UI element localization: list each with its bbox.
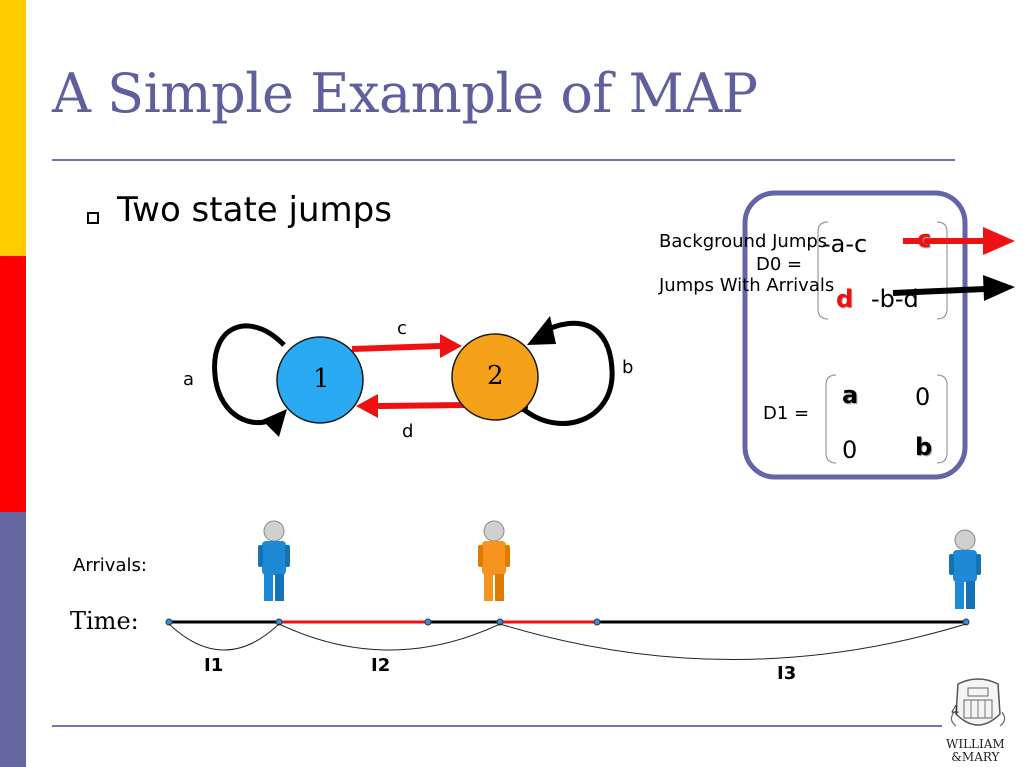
state-1-node <box>276 336 364 424</box>
transition-label-d: d <box>402 421 414 442</box>
accent-bar-red <box>0 256 26 512</box>
interval-label-2: I2 <box>371 655 391 676</box>
self-loop-b-arrowhead <box>527 316 556 345</box>
logo-line-2: &MARY <box>951 750 1000 764</box>
interval-brace-1 <box>168 623 280 651</box>
d1-r1c1: a <box>842 381 859 409</box>
slide-number: 4 <box>951 704 960 719</box>
matrix-frame <box>742 190 968 480</box>
logo-line-1: WILLIAM <box>946 737 1005 751</box>
accent-bar-yellow <box>0 0 26 256</box>
arrival-person-icon-2 <box>478 520 510 601</box>
interval-brace-2 <box>278 623 501 651</box>
accent-bar-blue <box>0 512 26 767</box>
d0-r2c1: d <box>836 285 854 313</box>
arrival-person-icon-3 <box>949 529 981 609</box>
slide-title: A Simple Example of MAP <box>52 62 758 125</box>
legend-jumps-with-arrivals: Jumps With Arrivals <box>659 275 835 296</box>
transition-c-arrow <box>351 343 441 352</box>
transition-d-arrow <box>377 402 467 409</box>
interval-label-1: I1 <box>204 655 224 676</box>
state-2-node <box>451 333 539 421</box>
transition-label-b: b <box>622 357 634 378</box>
state-2-label: 2 <box>487 361 504 391</box>
arrival-person-icon-1 <box>258 520 290 601</box>
self-loop-a <box>212 323 286 426</box>
state-1-label: 1 <box>313 364 330 394</box>
interval-label-3: I3 <box>777 663 797 684</box>
self-loop-a-arrowhead <box>262 409 287 437</box>
transition-label-c: c <box>397 318 407 339</box>
footer-divider <box>52 725 942 727</box>
d0-r2c2: -b-d <box>871 285 919 313</box>
logo-text: WILLIAM &MARY <box>946 738 1005 764</box>
self-loop-b <box>520 320 615 426</box>
bullet-text: Two state jumps <box>117 190 392 230</box>
time-label: Time: <box>70 607 139 635</box>
d0-r1c1: -a-c <box>822 230 868 258</box>
transition-label-a: a <box>183 369 195 390</box>
d1-r2c2: b <box>915 433 933 461</box>
legend-black-arrow <box>892 286 986 296</box>
d1-r2c1: 0 <box>842 436 858 464</box>
interval-brace-3 <box>499 623 967 660</box>
legend-background-jumps: Background Jumps <box>659 231 828 252</box>
d1-label: D1 = <box>763 403 810 424</box>
d0-r1c2: c <box>917 225 932 253</box>
d0-label: D0 = <box>756 254 803 275</box>
bullet-marker-icon <box>87 212 99 224</box>
william-mary-crest-icon <box>950 678 1006 727</box>
title-divider <box>52 159 955 161</box>
d1-r1c2: 0 <box>915 383 931 411</box>
arrivals-label: Arrivals: <box>73 555 147 576</box>
